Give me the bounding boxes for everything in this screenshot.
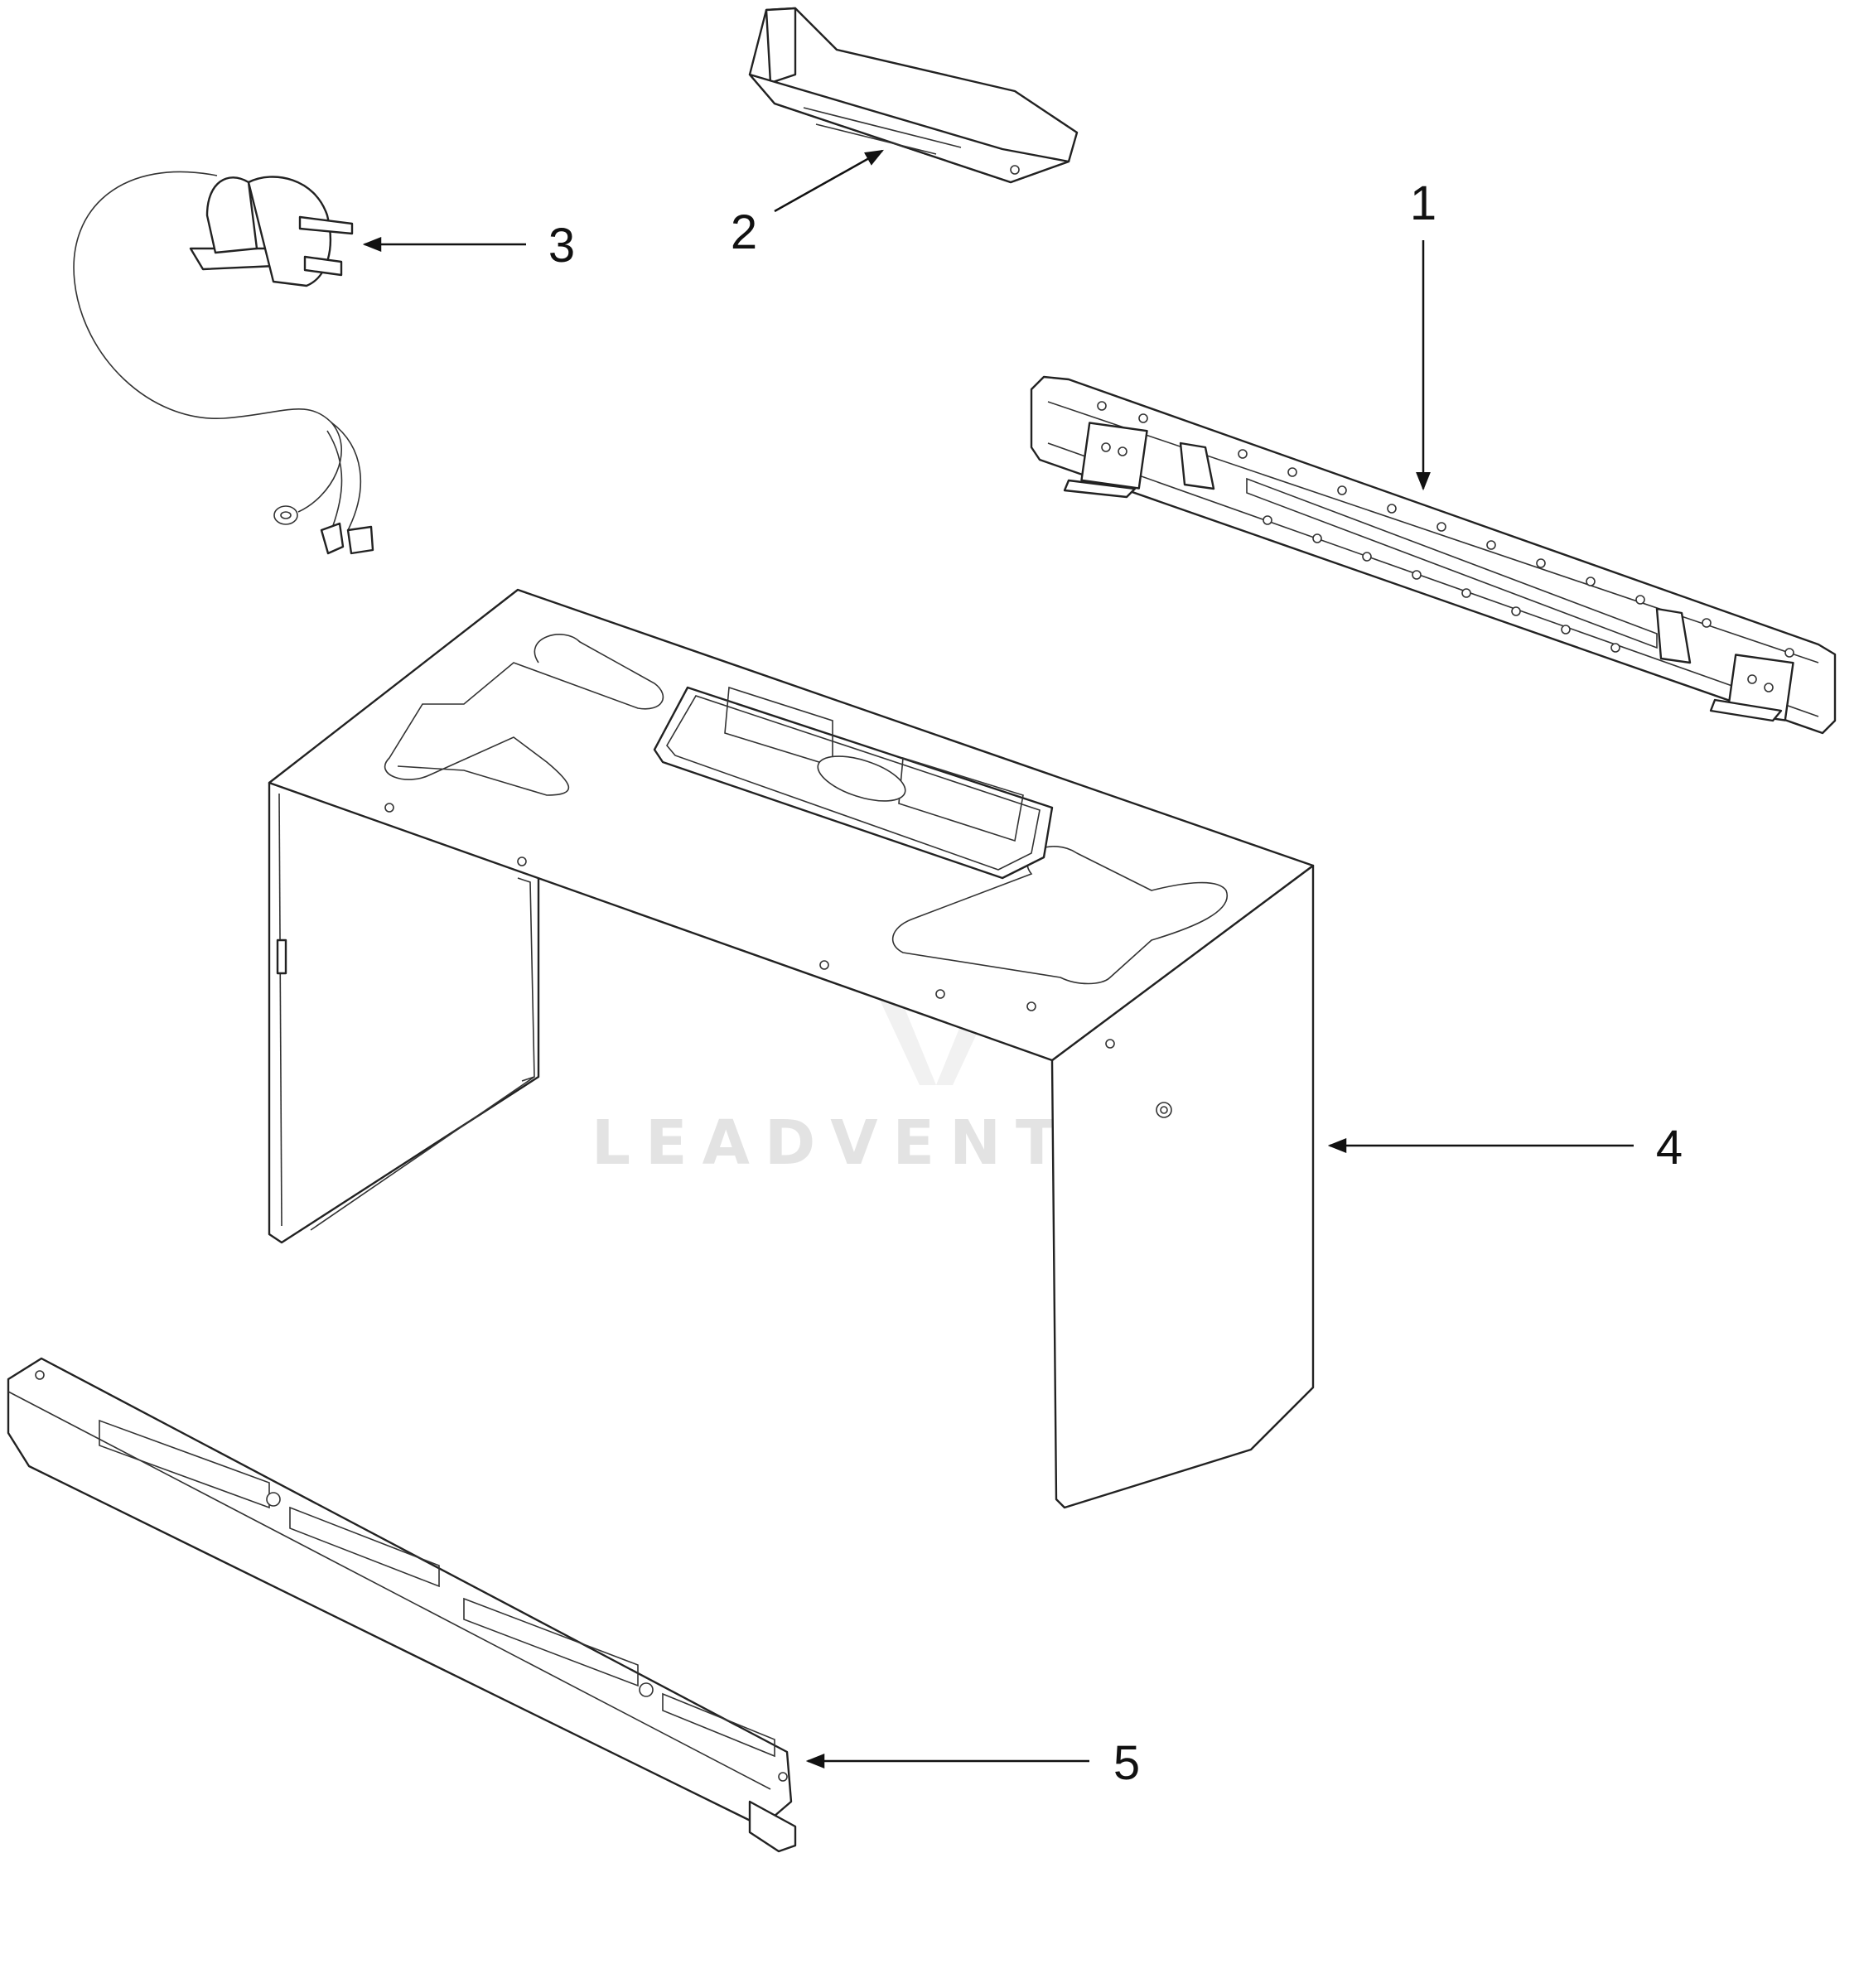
callout-4: 4 — [1656, 1121, 1683, 1175]
cabinet-wrapper-icon — [268, 588, 1315, 1509]
callout-1: 1 — [1410, 176, 1436, 230]
top-bracket-icon — [748, 7, 1079, 184]
leader-line-2 — [774, 149, 884, 213]
mounting-plate-icon — [1030, 375, 1837, 735]
callout-5: 5 — [1113, 1736, 1140, 1790]
bottom-front-rail-icon — [7, 1357, 797, 1853]
callout-2: 2 — [731, 205, 757, 259]
callout-labels: 1 2 3 4 5 — [548, 176, 1683, 1790]
power-cord-icon — [73, 171, 374, 555]
callout-leaders — [362, 149, 1634, 1768]
callout-3: 3 — [548, 219, 575, 273]
